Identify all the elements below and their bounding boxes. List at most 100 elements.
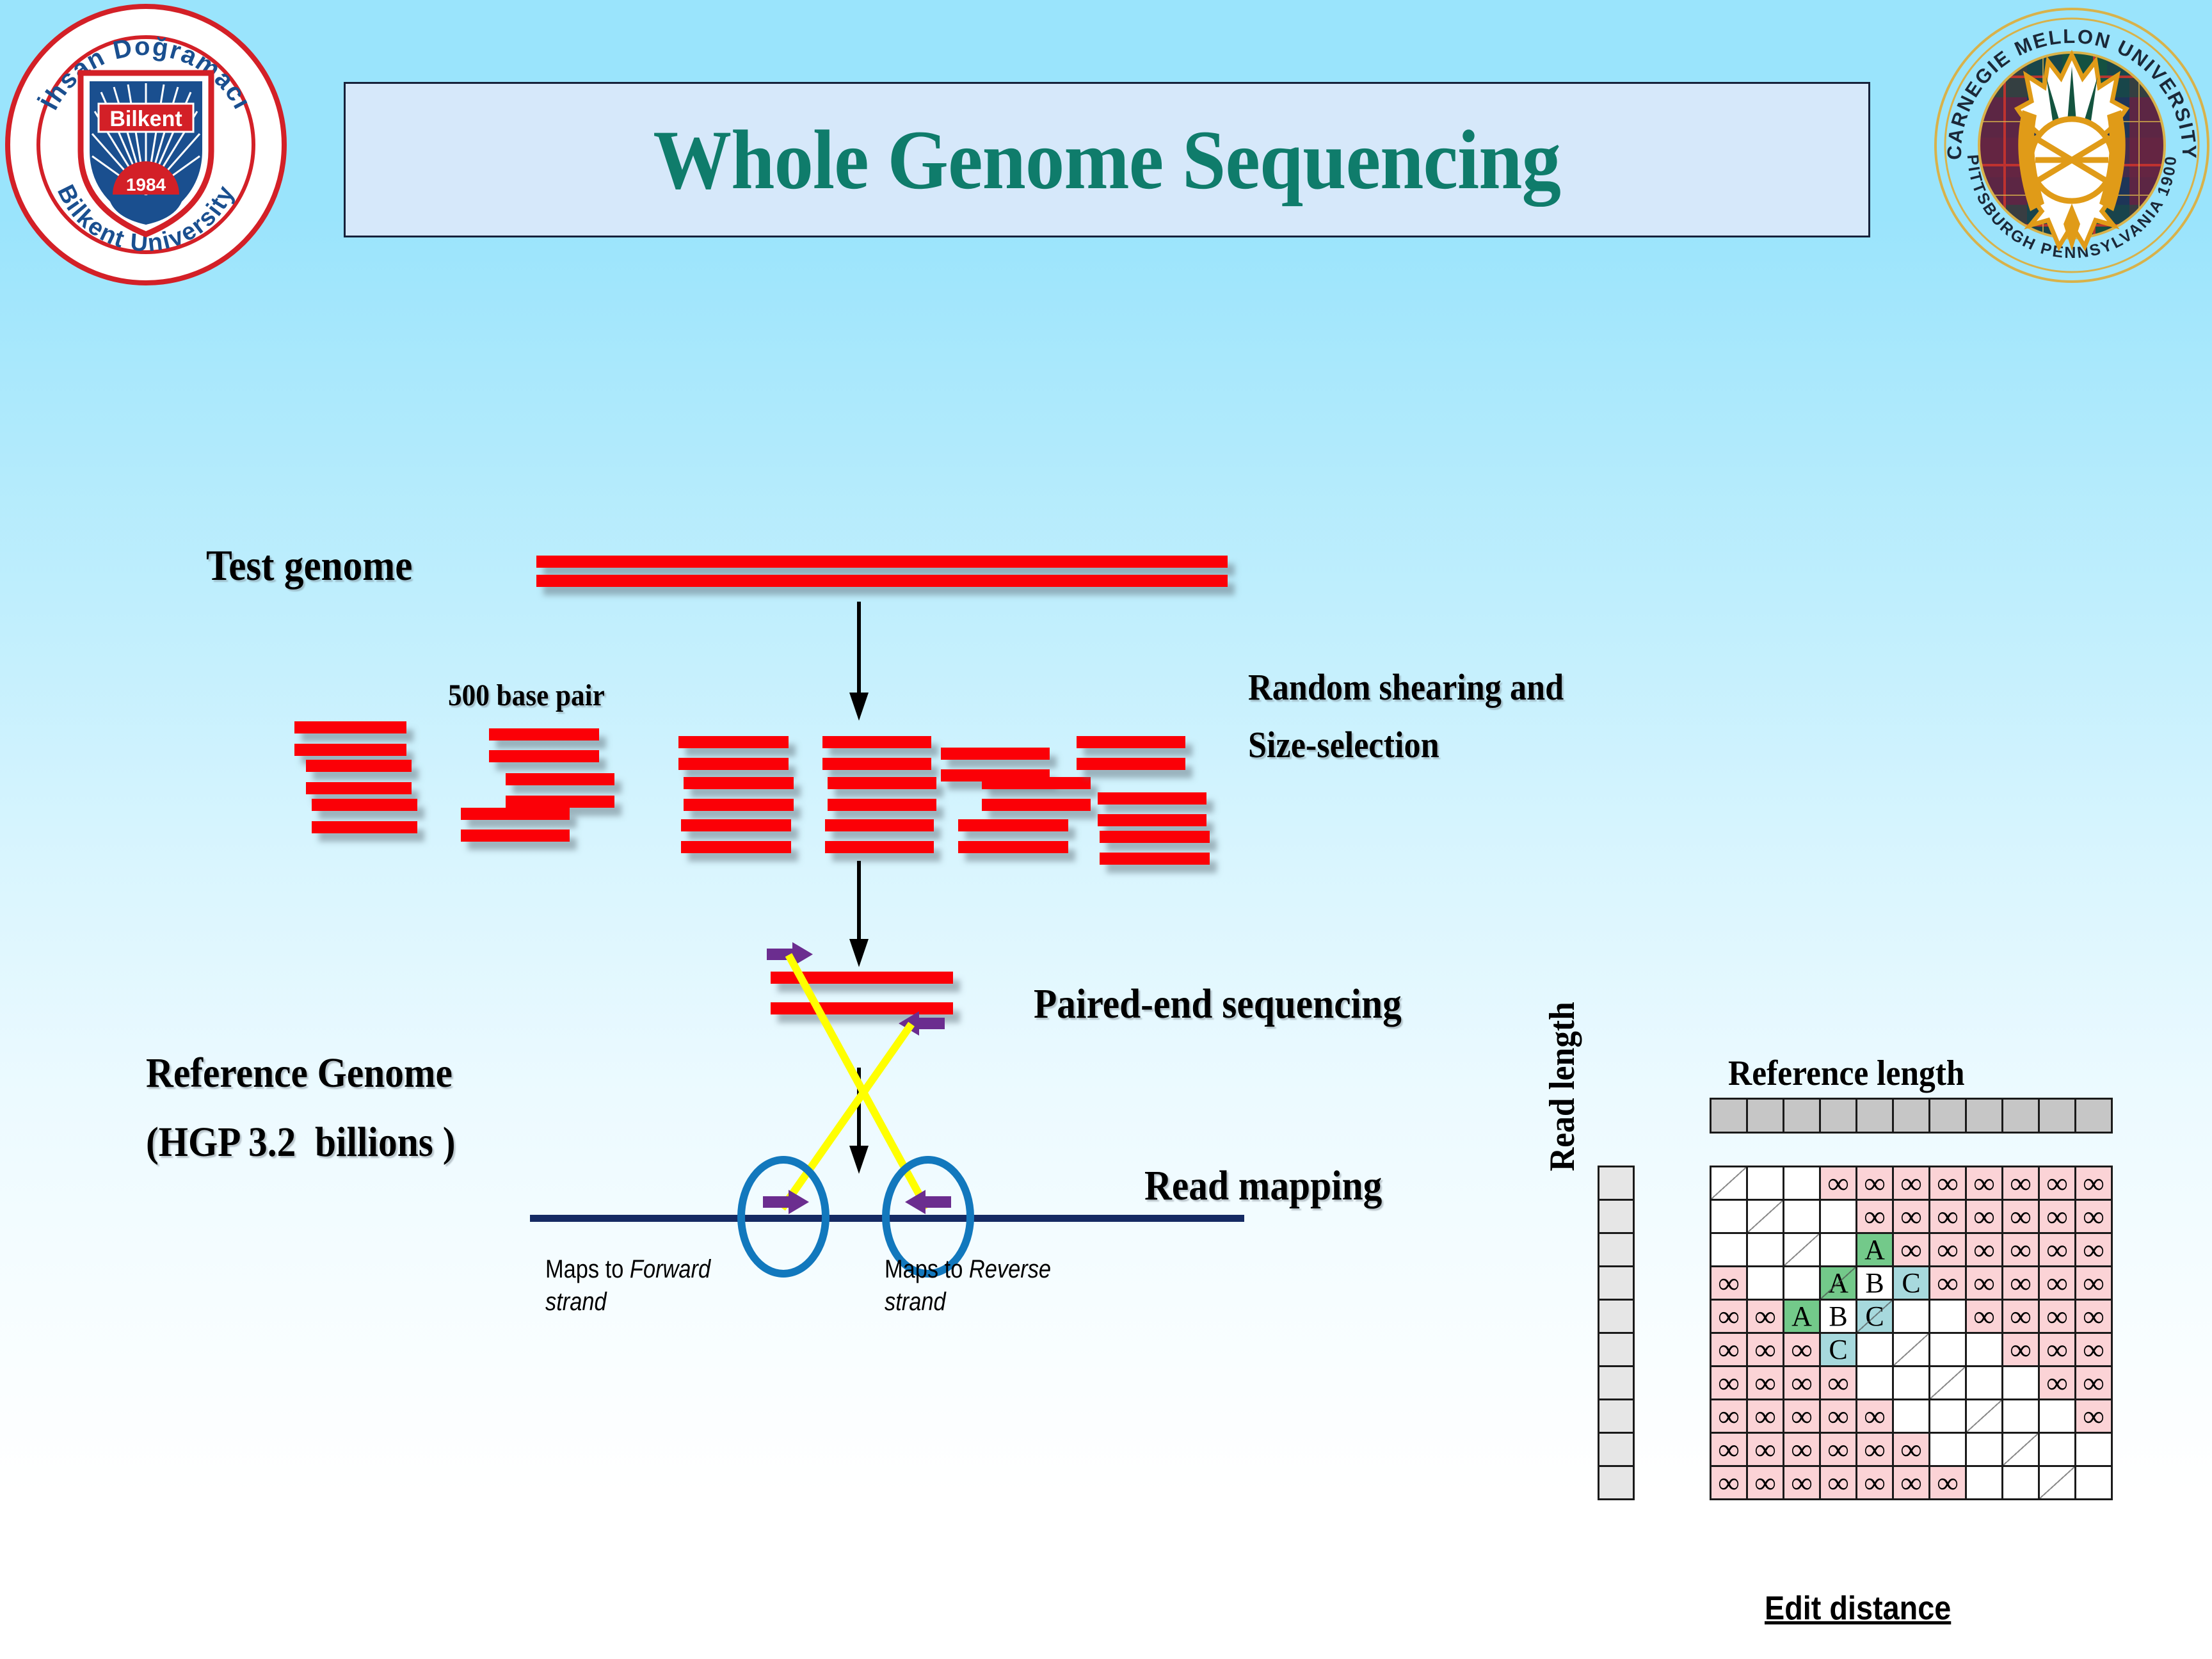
test-genome-strand-bottom [536,575,1228,587]
matrix-row: ∞∞∞∞∞∞∞ [1710,1465,2113,1500]
matrix-row-header-cell [1598,1199,1635,1234]
reference-length-axis-label: Reference length [1728,1054,1965,1093]
matrix-cell-empty [1783,1232,1821,1267]
reverse-caption-suffix: strand [885,1288,946,1317]
matrix-cell-empty [2038,1432,2076,1467]
matrix-cell-empty [2038,1399,2076,1434]
matrix-column-header-cell [1710,1098,1748,1134]
matrix-column-header-cell [1892,1098,1930,1134]
matrix-cell-empty [1965,1432,2003,1467]
svg-text:Bilkent: Bilkent [109,107,182,131]
matrix-cell-infinity: ∞ [1892,1432,1930,1467]
matrix-cell-infinity: ∞ [2038,1332,2076,1367]
read-arrow-reverse-fragment [896,1010,946,1037]
test-genome-label: Test genome [206,541,413,589]
matrix-row-header-cell [1598,1365,1635,1400]
matrix-cell-infinity: ∞ [1819,1399,1857,1434]
fragment-bar [461,830,570,842]
matrix-cell-empty [2074,1465,2113,1500]
matrix-cell-empty [1819,1232,1857,1267]
matrix-cell-infinity: ∞ [1928,1166,1967,1201]
matrix-cell-infinity: ∞ [2074,1232,2113,1267]
matrix-cell-infinity: ∞ [1783,1399,1821,1434]
matrix-cell-empty [1892,1399,1930,1434]
random-shearing-label-line2: Size-selection [1248,724,1439,765]
fragment-bar [822,736,931,748]
matrix-cell-infinity: ∞ [1892,1166,1930,1201]
matrix-cell-empty [1746,1199,1784,1234]
fragment-bar [1100,853,1210,865]
matrix-cell-empty [1928,1432,1967,1467]
matrix-cell-infinity: ∞ [2074,1199,2113,1234]
matrix-row: ∞∞∞∞∞∞ [1710,1399,2113,1434]
matrix-cell-infinity: ∞ [1892,1232,1930,1267]
matrix-cell-infinity: ∞ [2074,1166,2113,1201]
matrix-cell-empty [1783,1166,1821,1201]
read-arrow-forward-mapped [762,1189,812,1215]
matrix-cell-empty [1965,1332,2003,1367]
matrix-cell-infinity: ∞ [1819,1432,1857,1467]
fragment-bar [461,808,570,820]
fragment-bar [1098,792,1206,805]
matrix-column-header-cell [2074,1098,2113,1134]
random-shearing-label-line1: Random shearing and [1248,666,1564,708]
matrix-column-header-cell [1783,1098,1821,1134]
matrix-cell-infinity: ∞ [1710,1399,1748,1434]
matrix-cell-infinity: ∞ [2001,1199,2040,1234]
matrix-cell-empty [2001,1365,2040,1400]
matrix-row-header-cell [1598,1299,1635,1334]
matrix-cell-b: B [1855,1265,1894,1301]
matrix-cell-infinity: ∞ [1746,1299,1784,1334]
fragment-bar [312,821,417,833]
matrix-cell-infinity: ∞ [2074,1332,2113,1367]
read-arrow-forward-fragment [765,941,815,968]
reverse-caption-emphasis: Reverse [968,1255,1052,1283]
matrix-cell-infinity: ∞ [1710,1432,1748,1467]
sequenced-fragment-top [771,972,953,984]
matrix-cell-a: A [1819,1265,1857,1301]
matrix-cell-empty [1892,1365,1930,1400]
matrix-cell-empty [2001,1432,2040,1467]
matrix-cell-infinity: ∞ [1928,1265,1967,1301]
fragment-bar [681,841,791,853]
matrix-row: A∞∞∞∞∞∞ [1710,1232,2113,1267]
matrix-cell-infinity: ∞ [1965,1299,2003,1334]
matrix-cell-a: A [1855,1232,1894,1267]
matrix-row-header-cell [1598,1465,1635,1500]
fragment-bar [958,819,1068,831]
matrix-cell-infinity: ∞ [1746,1332,1784,1367]
reverse-caption-prefix: Maps to [885,1255,969,1283]
matrix-cell-infinity: ∞ [1965,1265,2003,1301]
matrix-cell-infinity: ∞ [1746,1465,1784,1500]
matrix-column-header-cell [1965,1098,2003,1134]
matrix-cell-c: C [1819,1332,1857,1367]
matrix-cell-infinity: ∞ [2074,1365,2113,1400]
forward-read-circle [737,1156,830,1278]
matrix-cell-infinity: ∞ [2074,1265,2113,1301]
matrix-cell-infinity: ∞ [1928,1465,1967,1500]
fragment-bar [489,728,599,741]
fragment-bar [941,748,1050,760]
matrix-cell-infinity: ∞ [2001,1232,2040,1267]
matrix-row: ∞∞∞∞∞∞ [1710,1365,2113,1400]
matrix-cell-empty [1746,1265,1784,1301]
matrix-cell-empty [2038,1465,2076,1500]
matrix-row: ∞∞∞∞∞∞∞∞ [1710,1166,2113,1201]
matrix-cell-infinity: ∞ [1819,1365,1857,1400]
fragment-bar [684,799,794,811]
fragment-bar [958,841,1068,853]
matrix-cell-infinity: ∞ [1855,1199,1894,1234]
matrix-cell-empty [1710,1166,1748,1201]
paired-end-sequencing-label: Paired-end sequencing [1034,981,1402,1027]
matrix-column-header-cell [2001,1098,2040,1134]
base-pair-label: 500 base pair [448,678,605,712]
fragment-bar [294,744,406,756]
matrix-cell-infinity: ∞ [1928,1199,1967,1234]
matrix-row: ∞∞∞C∞∞∞ [1710,1332,2113,1367]
matrix-cell-empty [1965,1365,2003,1400]
matrix-cell-infinity: ∞ [2038,1265,2076,1301]
matrix-cell-infinity: ∞ [1710,1465,1748,1500]
fragment-bar [684,777,794,789]
